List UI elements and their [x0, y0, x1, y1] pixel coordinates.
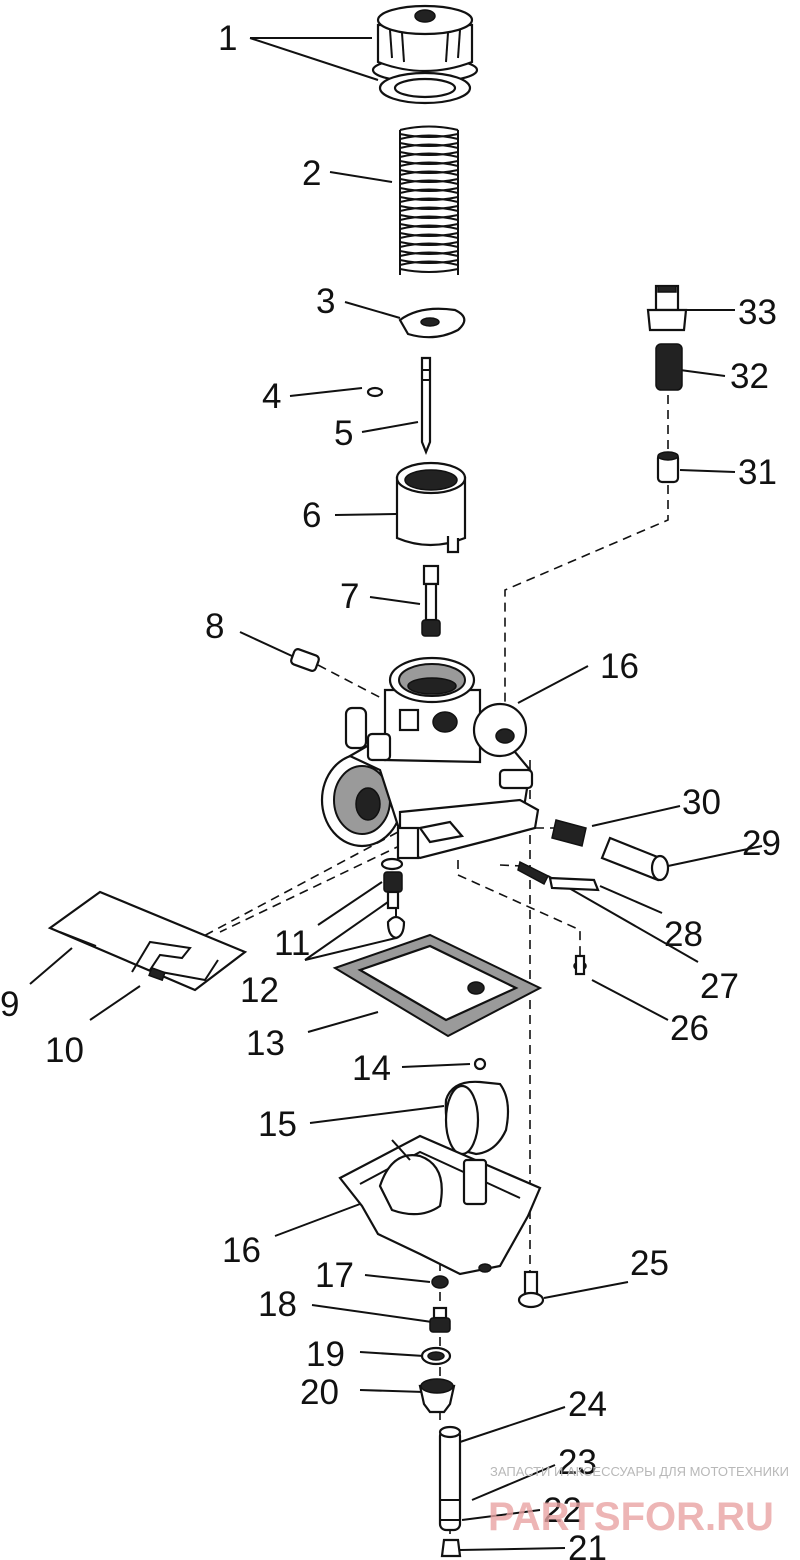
- part-19-o-ring: [420, 1346, 452, 1366]
- part-29-throttle-screw: [600, 836, 670, 882]
- part-20-drain-plug: [418, 1378, 456, 1414]
- label-26: 26: [670, 1009, 709, 1048]
- part-clip-plate: [398, 307, 466, 339]
- label-9: 9: [0, 985, 19, 1024]
- label-7: 7: [340, 577, 359, 616]
- label-8: 8: [205, 607, 224, 646]
- part-carburetor-body: [320, 656, 540, 860]
- label-33: 33: [738, 293, 777, 332]
- part-31-cap: [656, 451, 680, 484]
- label-22: 22: [543, 1491, 582, 1530]
- part-28-screw: [548, 876, 600, 892]
- label-6: 6: [302, 496, 321, 535]
- label-18: 18: [258, 1285, 297, 1324]
- label-28: 28: [664, 915, 703, 954]
- part-float-valve: [380, 857, 406, 940]
- part-18-main-jet: [429, 1306, 451, 1333]
- label-16-bowl: 16: [222, 1231, 261, 1270]
- label-13: 13: [246, 1024, 285, 1063]
- label-23: 23: [558, 1443, 597, 1482]
- part-cap: [371, 4, 479, 84]
- label-4: 4: [262, 377, 281, 416]
- part-float: [444, 1080, 510, 1156]
- part-vent-tubes: [47, 890, 248, 992]
- label-32: 32: [730, 357, 769, 396]
- part-jet-needle: [420, 356, 432, 455]
- part-25-screw: [517, 1270, 545, 1309]
- part-float-bowl: [338, 1134, 542, 1276]
- part-number-labels: 1 2 3 4 5 6 7 8 9 10 11 12 13 14 15 16 1…: [0, 19, 781, 1560]
- part-17-washer: [431, 1275, 449, 1289]
- label-17: 17: [315, 1256, 354, 1295]
- label-10: 10: [45, 1031, 84, 1070]
- part-33-fitting: [646, 284, 688, 332]
- label-5: 5: [334, 414, 353, 453]
- part-spring: [399, 125, 459, 275]
- part-21-pilot-jet: [440, 1538, 462, 1558]
- part-float-pin: [473, 1057, 487, 1071]
- label-15: 15: [258, 1105, 297, 1144]
- label-27: 27: [700, 967, 739, 1006]
- label-25: 25: [630, 1244, 669, 1283]
- part-overflow-tube: [438, 1425, 462, 1532]
- label-29: 29: [742, 824, 781, 863]
- part-throttle-valve: [395, 461, 467, 554]
- label-30: 30: [682, 783, 721, 822]
- label-20: 20: [300, 1373, 339, 1412]
- label-11: 11: [274, 924, 310, 963]
- watermark: ЗАПАСТИ И АКСЕССУАРЫ ДЛЯ МОТОТЕХНИКИ PAR…: [488, 1464, 789, 1539]
- label-16-body: 16: [600, 647, 639, 686]
- part-needle-jet: [421, 564, 441, 637]
- watermark-logo: PARTSFOR.RU: [488, 1495, 774, 1539]
- part-27-spring: [517, 860, 550, 886]
- watermark-tagline: ЗАПАСТИ И АКСЕССУАРЫ ДЛЯ МОТОТЕХНИКИ: [490, 1464, 789, 1479]
- label-2: 2: [302, 154, 321, 193]
- label-31: 31: [738, 453, 777, 492]
- part-pilot-screw: [290, 648, 320, 672]
- part-30-spring: [551, 819, 587, 847]
- label-12: 12: [240, 971, 279, 1010]
- label-19: 19: [306, 1335, 345, 1374]
- label-21: 21: [568, 1529, 607, 1560]
- label-14: 14: [352, 1049, 391, 1088]
- part-needle-clip: [366, 386, 384, 398]
- label-1: 1: [218, 19, 237, 58]
- part-26-screw: [573, 954, 587, 976]
- label-24: 24: [568, 1385, 607, 1424]
- leader-lines: [29, 37, 763, 1551]
- part-32-spring: [655, 343, 683, 391]
- label-3: 3: [316, 282, 335, 321]
- part-washer: [378, 71, 472, 105]
- part-gasket: [332, 933, 543, 1038]
